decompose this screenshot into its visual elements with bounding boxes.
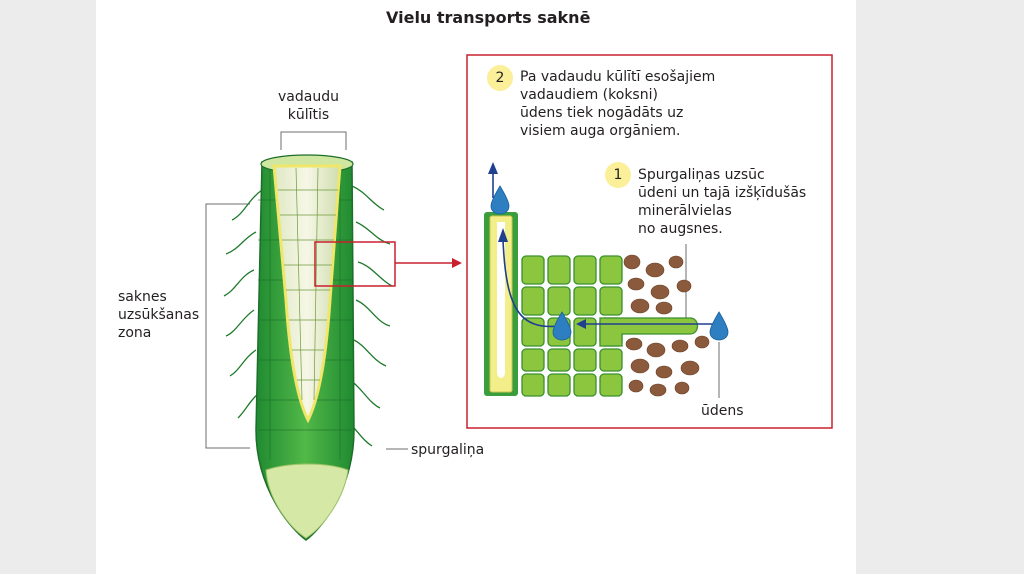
zoom-region-marker bbox=[314, 241, 396, 287]
step-2-text: Pa vadaudu kūlītī esošajiem vadaudiem (k… bbox=[520, 68, 715, 140]
absorption-zone-label-line-3: zona bbox=[118, 325, 152, 341]
zoom-arrow-head bbox=[452, 258, 462, 268]
step-2-line-4: visiem auga orgāniem. bbox=[520, 123, 681, 139]
vascular-bundle-label: vadaudu kūlītis bbox=[278, 88, 339, 124]
step-1-badge: 1 bbox=[605, 162, 631, 188]
absorption-zone-label-line-1: saknes bbox=[118, 289, 167, 305]
soil-particles bbox=[623, 254, 710, 397]
step-2-badge: 2 bbox=[487, 65, 513, 91]
step-2-line-3: ūdens tiek nogādāts uz bbox=[520, 105, 684, 121]
xylem-channel bbox=[497, 222, 505, 378]
step-2-line-2: vadaudiem (koksni) bbox=[520, 87, 658, 103]
step-1-line-2: ūdeni un tajā izšķīdušās bbox=[638, 185, 807, 201]
step-1-line-4: no augsnes. bbox=[638, 221, 723, 237]
step-1-line-3: minerālvielas bbox=[638, 203, 732, 219]
absorption-zone-label: saknes uzsūkšanas zona bbox=[118, 288, 199, 342]
root-hair-cell bbox=[599, 317, 699, 347]
step-1-line-1: Spurgaliņas uzsūc bbox=[638, 167, 765, 183]
water-drop-icon bbox=[490, 185, 729, 341]
diagram-title: Vielu transports saknē bbox=[386, 8, 591, 27]
vascular-bundle-label-line-2: kūlītis bbox=[287, 107, 330, 123]
root-hair-label: spurgaliņa bbox=[411, 442, 485, 458]
water-flow-arrowheads bbox=[488, 162, 586, 329]
root-cap bbox=[265, 463, 349, 539]
water-label: ūdens bbox=[701, 403, 744, 419]
absorption-zone-label-line-2: uzsūkšanas bbox=[118, 307, 200, 323]
step-1-text: Spurgaliņas uzsūc ūdeni un tajā izšķīduš… bbox=[638, 166, 806, 238]
water-flow-arrows bbox=[492, 172, 716, 328]
vascular-bundle-label-line-1: vadaudu bbox=[278, 89, 339, 105]
label-leader-lines bbox=[205, 131, 408, 450]
vascular-core-cells bbox=[278, 167, 338, 401]
vascular-core bbox=[272, 164, 342, 424]
step-2-line-1: Pa vadaudu kūlītī esošajiem bbox=[520, 69, 716, 85]
